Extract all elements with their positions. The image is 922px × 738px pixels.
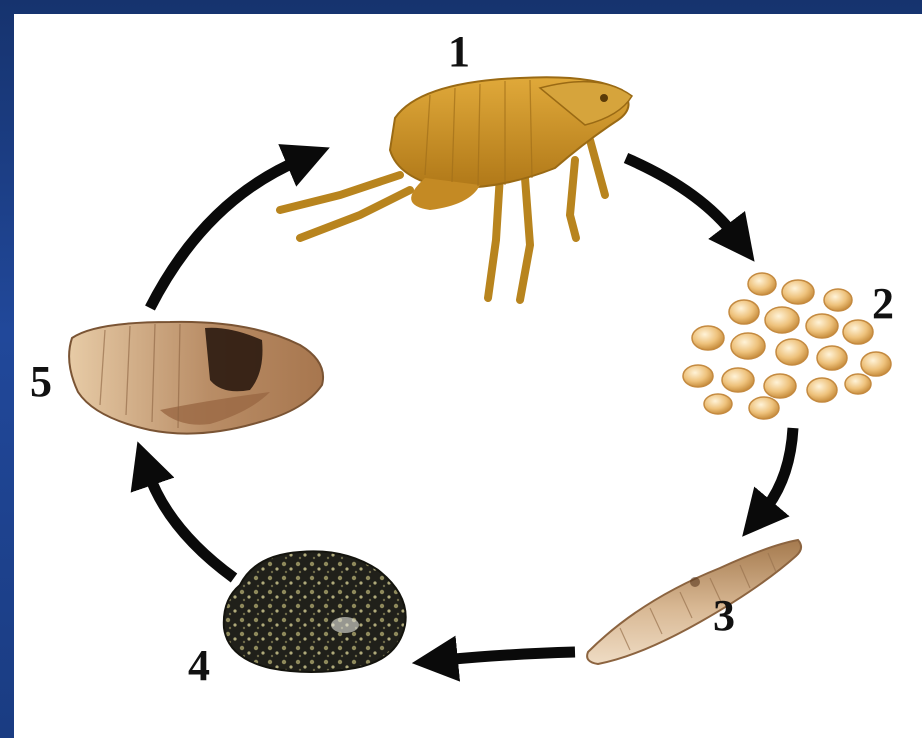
diagram-panel: 1 2 3 4 5 [14, 14, 922, 738]
arrow-3-to-4 [444, 652, 575, 660]
arrow-1-to-2 [626, 158, 735, 236]
stage-number-4: 4 [188, 641, 210, 690]
eggs-icon [683, 273, 891, 419]
flea-life-cycle-diagram: 1 2 3 4 5 [14, 14, 922, 738]
larva-icon [587, 540, 801, 664]
adult-flea-icon [280, 77, 632, 300]
stage-number-5: 5 [30, 357, 52, 406]
arrow-5-to-1 [150, 160, 300, 308]
cocoon-icon [224, 551, 406, 672]
arrow-4-to-5 [148, 472, 234, 578]
stage-number-1: 1 [448, 27, 470, 76]
stage-number-2: 2 [872, 279, 894, 328]
pupa-icon [69, 322, 323, 434]
arrow-2-to-3 [763, 428, 793, 512]
stage-number-3: 3 [713, 591, 735, 640]
